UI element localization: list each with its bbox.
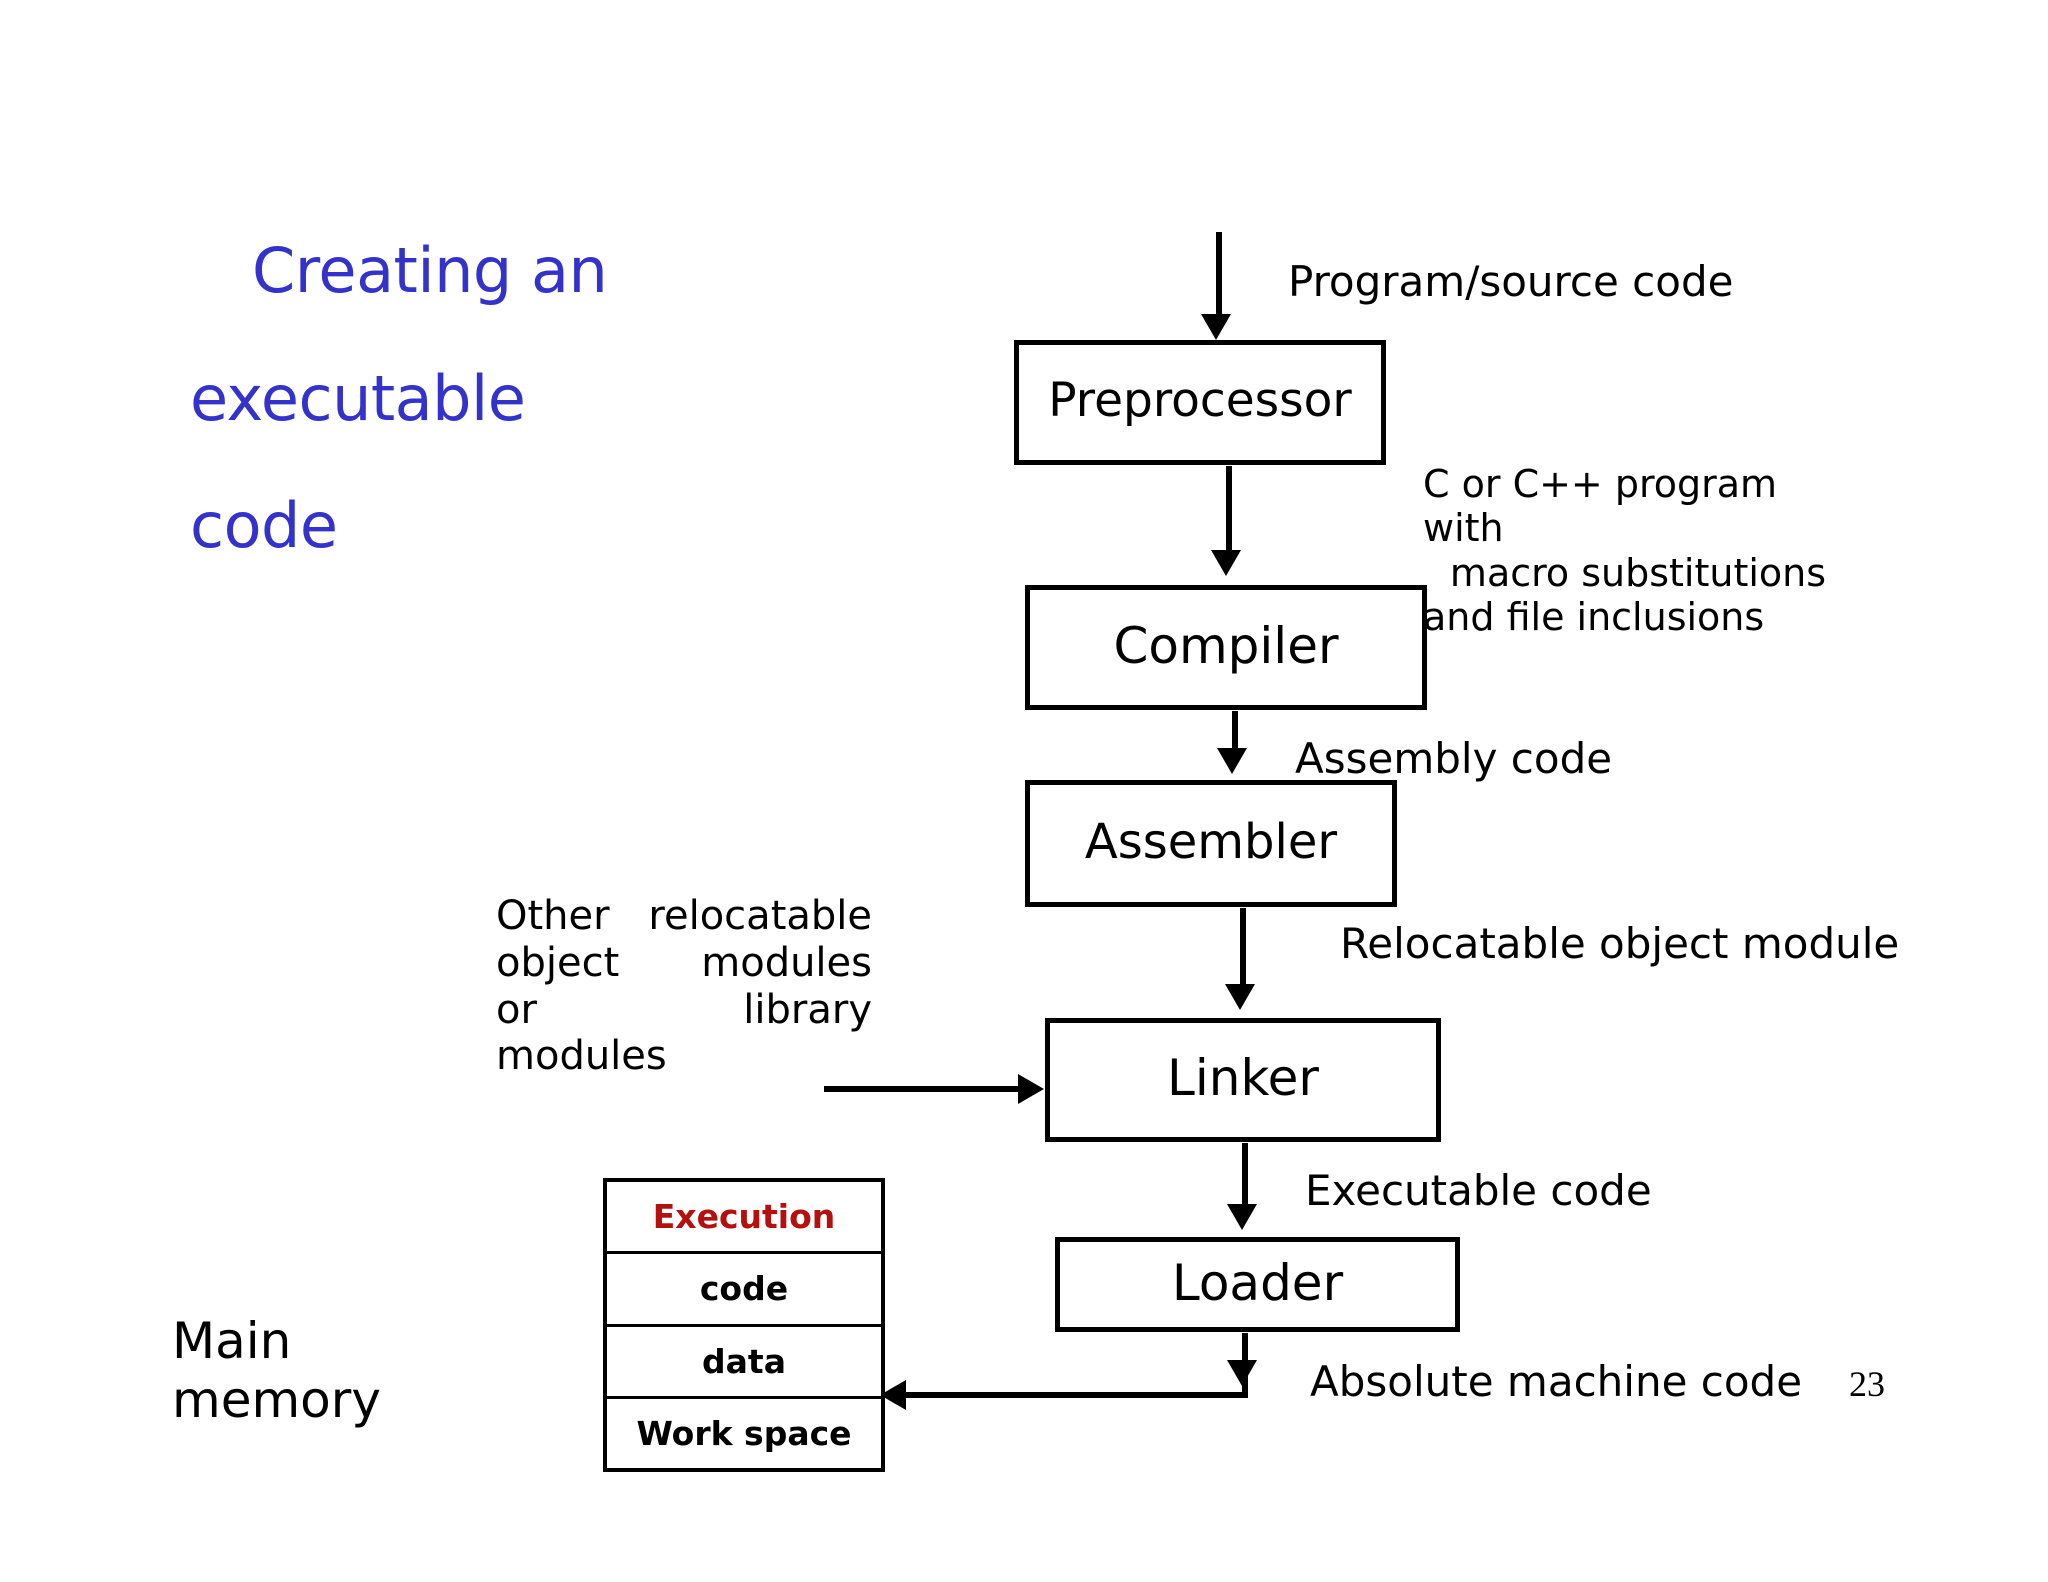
edge-label-absolute-machine-code: Absolute machine code bbox=[1310, 1357, 1803, 1406]
edge-label-relocatable-object-module: Relocatable object module bbox=[1340, 919, 1900, 968]
main-memory-caption: Main memory bbox=[172, 1312, 381, 1430]
arrow-modules-to-linker-line bbox=[824, 1086, 1024, 1092]
main-memory-caption-line-1: Main bbox=[172, 1312, 292, 1370]
edge-label-other-line-4: modules bbox=[496, 1033, 872, 1080]
edge-label-cpp-line-2: macro substitutions bbox=[1449, 550, 1827, 595]
edge-label-other-line-1-right: relocatable bbox=[648, 893, 872, 939]
arrow-into-preprocessor-line bbox=[1216, 232, 1222, 320]
memory-row-data: data bbox=[607, 1327, 881, 1399]
arrow-preprocessor-to-compiler-head-icon bbox=[1211, 550, 1241, 576]
process-box-preprocessor-label: Preprocessor bbox=[1048, 373, 1352, 428]
main-memory-table: Execution code data Work space bbox=[603, 1178, 885, 1472]
edge-label-cpp-line-1: C or C++ program with bbox=[1423, 462, 1778, 551]
edge-label-other-line-4-text: modules bbox=[496, 1033, 667, 1080]
arrow-preprocessor-to-compiler-line bbox=[1226, 466, 1232, 556]
arrow-compiler-to-assembler-head-icon bbox=[1217, 748, 1247, 774]
arrow-modules-to-linker-head-icon bbox=[1018, 1074, 1044, 1104]
process-box-preprocessor[interactable]: Preprocessor bbox=[1014, 340, 1386, 465]
memory-row-code: code bbox=[607, 1254, 881, 1327]
title-line-3: code bbox=[190, 489, 338, 563]
arrow-assembler-to-linker-line bbox=[1240, 908, 1246, 990]
edge-label-assembly-code: Assembly code bbox=[1295, 734, 1613, 783]
memory-row-work-space: Work space bbox=[636, 1413, 852, 1453]
process-box-compiler-label: Compiler bbox=[1113, 616, 1339, 675]
arrow-linker-to-loader-head-icon bbox=[1227, 1204, 1257, 1230]
arrow-into-preprocessor-head-icon bbox=[1201, 314, 1231, 340]
arrow-loader-to-memory-horizontal-line bbox=[894, 1392, 1248, 1398]
process-box-loader[interactable]: Loader bbox=[1055, 1237, 1460, 1332]
process-box-compiler[interactable]: Compiler bbox=[1025, 585, 1427, 710]
edge-label-other-line-2-right: modules bbox=[701, 939, 872, 986]
edge-label-other-line-2-left: object bbox=[496, 939, 620, 986]
edge-label-other-line-1-left: Other bbox=[496, 893, 610, 939]
edge-label-cpp-line-3: and file inclusions bbox=[1423, 595, 1765, 640]
process-box-linker-label: Linker bbox=[1167, 1049, 1319, 1107]
edge-label-other-line-1: Other relocatable bbox=[496, 893, 872, 940]
edge-label-program-source-code: Program/source code bbox=[1288, 257, 1734, 306]
arrow-assembler-to-linker-head-icon bbox=[1225, 984, 1255, 1010]
process-box-assembler-label: Assembler bbox=[1084, 813, 1338, 870]
page-title: Creating an executable code bbox=[190, 175, 750, 622]
edge-label-other-line-3-right: library bbox=[743, 986, 872, 1033]
process-box-linker[interactable]: Linker bbox=[1045, 1018, 1441, 1142]
title-line-1: Creating an bbox=[252, 233, 608, 307]
edge-label-other-line-3: or library bbox=[496, 987, 872, 1034]
edge-label-cpp-macro-substitutions: C or C++ program with macro substitution… bbox=[1423, 462, 1853, 640]
page-number: 23 bbox=[1849, 1364, 1885, 1404]
edge-label-other-line-2: object modules bbox=[496, 940, 872, 987]
main-memory-caption-line-2: memory bbox=[172, 1371, 381, 1429]
edge-label-other-relocatable-modules: Other relocatable object modules or libr… bbox=[496, 893, 872, 1080]
title-line-2: executable bbox=[190, 361, 526, 435]
process-box-loader-label: Loader bbox=[1171, 1253, 1344, 1312]
edge-label-executable-code: Executable code bbox=[1305, 1166, 1652, 1215]
arrow-compiler-to-assembler-line bbox=[1232, 711, 1238, 753]
process-box-assembler[interactable]: Assembler bbox=[1025, 780, 1397, 907]
memory-row-execution: Execution bbox=[607, 1182, 881, 1255]
arrow-loader-to-memory-down-head-icon bbox=[1227, 1360, 1257, 1386]
edge-label-other-line-3-left: or bbox=[496, 986, 537, 1033]
arrow-linker-to-loader-line bbox=[1242, 1143, 1248, 1211]
